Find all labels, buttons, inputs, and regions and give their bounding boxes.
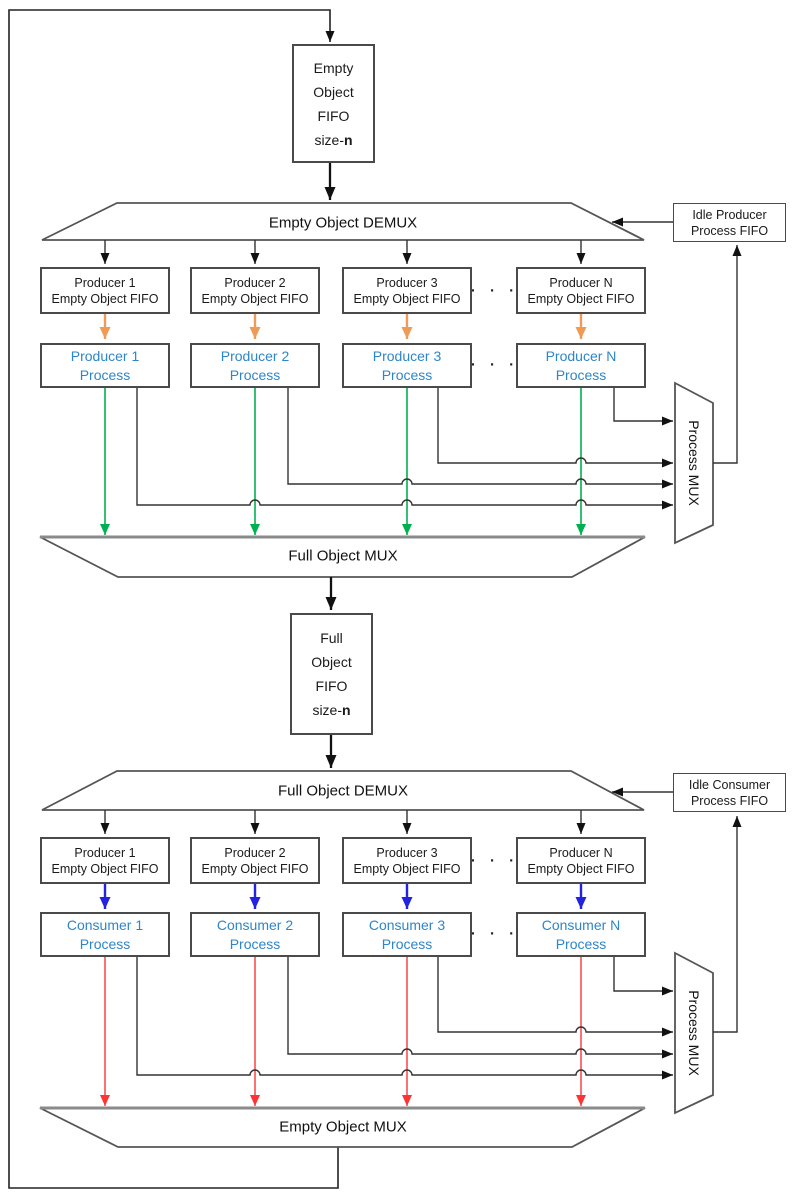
consumer-process-ellipsis: · · · <box>470 925 520 943</box>
empty-demux-output-arrows <box>100 240 586 264</box>
idle-consumer-loop-wires <box>612 787 742 1033</box>
consumer-1-process-line1: Consumer 1 <box>66 916 144 933</box>
consumer-3-process-line1: Consumer 3 <box>368 916 446 933</box>
consumer-3-fifo-box: Producer 3 Empty Object FIFO <box>342 837 472 884</box>
full-demux-output-arrows <box>100 810 586 834</box>
empty-object-fifo-size: size-n <box>314 131 353 148</box>
idle-producer-fifo-box: Idle Producer Process FIFO <box>673 203 786 242</box>
consumer-3-fifo-line1: Producer 3 <box>376 845 438 860</box>
feedback-loop-line <box>8 9 339 1189</box>
consumer-3-process-line2: Process <box>381 935 433 952</box>
producer-3-process-box: Producer 3 Process <box>342 343 472 388</box>
consumer-1-fifo-box: Producer 1 Empty Object FIFO <box>40 837 170 884</box>
producer-n-fifo-line2: Empty Object FIFO <box>527 291 635 306</box>
empty-object-fifo-line2: Object <box>313 83 354 100</box>
consumer-3-fifo-line2: Empty Object FIFO <box>353 861 461 876</box>
process-mux-bottom-label: Process MUX <box>686 990 702 1076</box>
producer-fifo-ellipsis: · · · <box>470 282 520 300</box>
idle-producer-fifo-line2: Process FIFO <box>690 223 769 238</box>
consumer-n-process-box: Consumer N Process <box>516 912 646 957</box>
producer-3-process-line2: Process <box>381 366 433 383</box>
consumer-to-process-mux-wires <box>136 957 673 1080</box>
full-object-demux-shape <box>41 770 645 811</box>
process-mux-top-label: Process MUX <box>686 420 702 506</box>
producer-fifo-to-process-arrows <box>99 314 587 339</box>
idle-producer-fifo-line1: Idle Producer <box>692 207 767 222</box>
consumer-1-process-box: Consumer 1 Process <box>40 912 170 957</box>
producer-process-ellipsis: · · · <box>470 356 520 374</box>
producer-3-fifo-box: Producer 3 Empty Object FIFO <box>342 267 472 314</box>
empty-object-fifo-line3: FIFO <box>317 107 350 124</box>
process-mux-top-shape <box>674 381 714 545</box>
producer-1-fifo-box: Producer 1 Empty Object FIFO <box>40 267 170 314</box>
producer-1-process-line2: Process <box>79 366 131 383</box>
consumer-n-fifo-box: Producer N Empty Object FIFO <box>516 837 646 884</box>
fifo-chain-arrows <box>324 163 337 768</box>
producer-3-fifo-line1: Producer 3 <box>376 275 438 290</box>
producer-2-process-box: Producer 2 Process <box>190 343 320 388</box>
idle-consumer-fifo-box: Idle Consumer Process FIFO <box>673 773 786 812</box>
empty-object-mux-label: Empty Object MUX <box>279 1118 407 1136</box>
producer-2-fifo-line1: Producer 2 <box>224 275 286 290</box>
producer-n-process-box: Producer N Process <box>516 343 646 388</box>
full-object-fifo-box: Full Object FIFO size-n <box>290 613 373 735</box>
producer-to-process-mux-wires <box>136 388 673 510</box>
producer-output-arrows <box>100 388 586 535</box>
consumer-fifo-ellipsis: · · · <box>470 852 520 870</box>
full-object-fifo-line3: FIFO <box>315 678 348 694</box>
consumer-n-process-line1: Consumer N <box>541 916 621 933</box>
idle-consumer-fifo-line2: Process FIFO <box>690 793 769 808</box>
producer-n-fifo-line1: Producer N <box>549 275 613 290</box>
full-object-fifo-line2: Object <box>311 654 352 670</box>
consumer-1-fifo-line2: Empty Object FIFO <box>51 861 159 876</box>
full-object-mux-label: Full Object MUX <box>288 547 398 565</box>
consumer-output-arrows <box>100 957 586 1106</box>
idle-consumer-fifo-line1: Idle Consumer <box>688 777 771 792</box>
full-object-fifo-size: size-n <box>312 702 351 718</box>
empty-object-demux-shape <box>41 202 645 241</box>
producer-1-fifo-line1: Producer 1 <box>74 275 136 290</box>
consumer-2-fifo-line1: Producer 2 <box>224 845 286 860</box>
producer-n-fifo-box: Producer N Empty Object FIFO <box>516 267 646 314</box>
producer-1-fifo-line2: Empty Object FIFO <box>51 291 159 306</box>
consumer-2-fifo-box: Producer 2 Empty Object FIFO <box>190 837 320 884</box>
producer-3-process-line1: Producer 3 <box>372 347 442 364</box>
consumer-1-fifo-line1: Producer 1 <box>74 845 136 860</box>
full-object-demux-label: Full Object DEMUX <box>277 782 409 800</box>
empty-object-fifo-box: Empty Object FIFO size-n <box>292 44 375 163</box>
producer-n-process-line2: Process <box>555 366 607 383</box>
producer-1-process-line1: Producer 1 <box>70 347 140 364</box>
consumer-1-process-line2: Process <box>79 935 131 952</box>
consumer-n-process-line2: Process <box>555 935 607 952</box>
empty-object-demux-label: Empty Object DEMUX <box>268 214 418 232</box>
process-mux-bottom-shape <box>674 951 714 1115</box>
consumer-3-process-box: Consumer 3 Process <box>342 912 472 957</box>
consumer-2-process-line1: Consumer 2 <box>216 916 294 933</box>
consumer-n-fifo-line2: Empty Object FIFO <box>527 861 635 876</box>
consumer-2-process-line2: Process <box>229 935 281 952</box>
producer-2-fifo-line2: Empty Object FIFO <box>201 291 309 306</box>
producer-1-process-box: Producer 1 Process <box>40 343 170 388</box>
producer-2-fifo-box: Producer 2 Empty Object FIFO <box>190 267 320 314</box>
producer-3-fifo-line2: Empty Object FIFO <box>353 291 461 306</box>
producer-2-process-line1: Producer 2 <box>220 347 290 364</box>
idle-producer-loop-wires <box>612 217 742 464</box>
consumer-2-fifo-line2: Empty Object FIFO <box>201 861 309 876</box>
full-object-fifo-line1: Full <box>320 630 343 646</box>
producer-n-process-line1: Producer N <box>545 347 617 364</box>
consumer-fifo-to-process-arrows <box>99 884 587 909</box>
consumer-n-fifo-line1: Producer N <box>549 845 613 860</box>
empty-object-fifo-line1: Empty <box>313 59 354 76</box>
producer-2-process-line2: Process <box>229 366 281 383</box>
consumer-2-process-box: Consumer 2 Process <box>190 912 320 957</box>
